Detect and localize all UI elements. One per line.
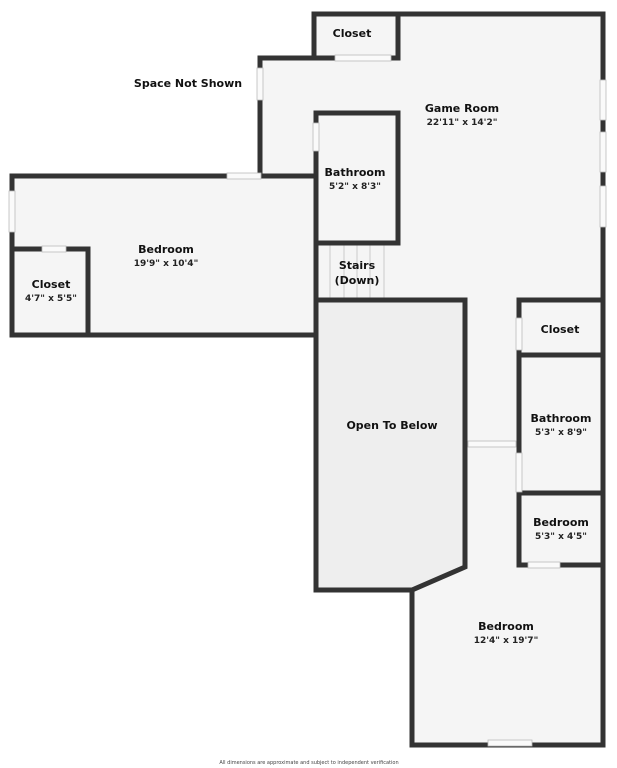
closet-top-label: Closet	[333, 27, 372, 40]
stairs-label: Stairs	[339, 259, 376, 272]
open-to-below-area	[316, 300, 465, 590]
walls	[9, 11, 606, 748]
bedroom-2-dims: 5'3" x 4'5"	[535, 532, 587, 542]
open-to-below-label: Open To Below	[346, 419, 437, 432]
bedroom-3-label: Bedroom	[478, 620, 534, 633]
bathroom-2-dims: 5'3" x 8'9"	[535, 428, 587, 438]
game-room-label: Game Room	[425, 102, 499, 115]
stairs-direction-label: (Down)	[335, 274, 380, 287]
stairs-treads	[329, 243, 385, 298]
bedroom-2-label: Bedroom	[533, 516, 589, 529]
bathroom-1-label: Bathroom	[325, 166, 386, 179]
bedroom-1-label: Bedroom	[138, 243, 194, 256]
game-room-dims: 22'11" x 14'2"	[427, 118, 498, 128]
bedroom-3-dims: 12'4" x 19'7"	[474, 636, 539, 646]
closet-left-dims: 4'7" x 5'5"	[25, 294, 77, 304]
bedroom-1-dims: 19'9" x 10'4"	[134, 259, 199, 269]
space-not-shown-label: Space Not Shown	[134, 77, 242, 90]
closet-left-label: Closet	[32, 278, 71, 291]
disclaimer-footer: All dimensions are approximate and subje…	[219, 760, 398, 766]
openings	[8, 54, 607, 747]
bathroom-1-dims: 5'2" x 8'3"	[329, 182, 381, 192]
bathroom-2-label: Bathroom	[531, 412, 592, 425]
closet-right-label: Closet	[541, 323, 580, 336]
